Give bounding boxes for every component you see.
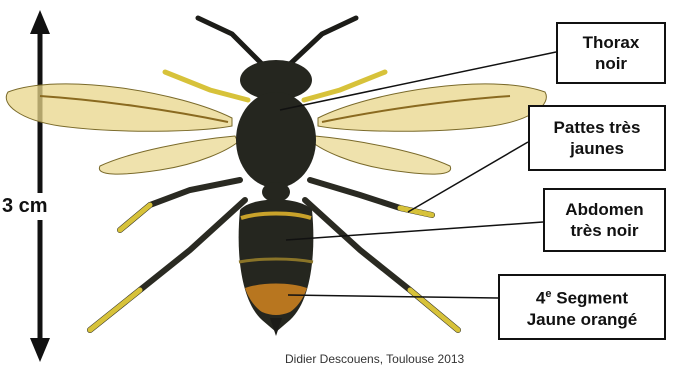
label-abdomen: Abdomen très noir bbox=[543, 188, 666, 252]
label-pattes-line1: Pattes très bbox=[554, 117, 641, 138]
label-thorax: Thorax noir bbox=[556, 22, 666, 84]
label-pattes-line2: jaunes bbox=[554, 138, 641, 159]
label-abdomen-line2: très noir bbox=[565, 220, 643, 241]
label-segment-line2: Jaune orangé bbox=[527, 309, 638, 330]
label-thorax-line1: Thorax bbox=[583, 32, 640, 53]
label-segment-line1: 4e Segment bbox=[527, 284, 638, 309]
label-thorax-line2: noir bbox=[583, 53, 640, 74]
photo-credit: Didier Descouens, Toulouse 2013 bbox=[285, 352, 464, 366]
label-pattes: Pattes très jaunes bbox=[528, 105, 666, 171]
right-wings bbox=[312, 84, 546, 174]
label-segment: 4e Segment Jaune orangé bbox=[498, 274, 666, 340]
antennae bbox=[198, 18, 356, 64]
label-abdomen-line1: Abdomen bbox=[565, 199, 643, 220]
scale-label: 3 cm bbox=[2, 193, 62, 220]
scale-arrow bbox=[30, 10, 50, 362]
